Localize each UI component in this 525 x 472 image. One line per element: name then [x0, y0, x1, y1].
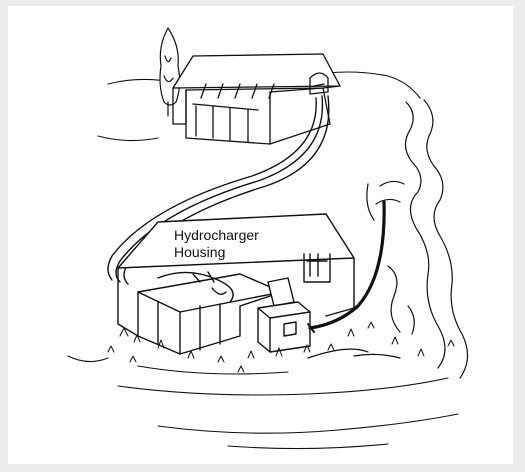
house [173, 54, 340, 144]
hydrocharger-illustration: Hydrocharger Housing [8, 6, 513, 464]
illustration-frame: Hydrocharger Housing [8, 6, 513, 464]
tree [160, 28, 180, 116]
housing-label-line1: Hydrocharger [174, 227, 259, 243]
housing-label-line2: Housing [174, 244, 225, 260]
